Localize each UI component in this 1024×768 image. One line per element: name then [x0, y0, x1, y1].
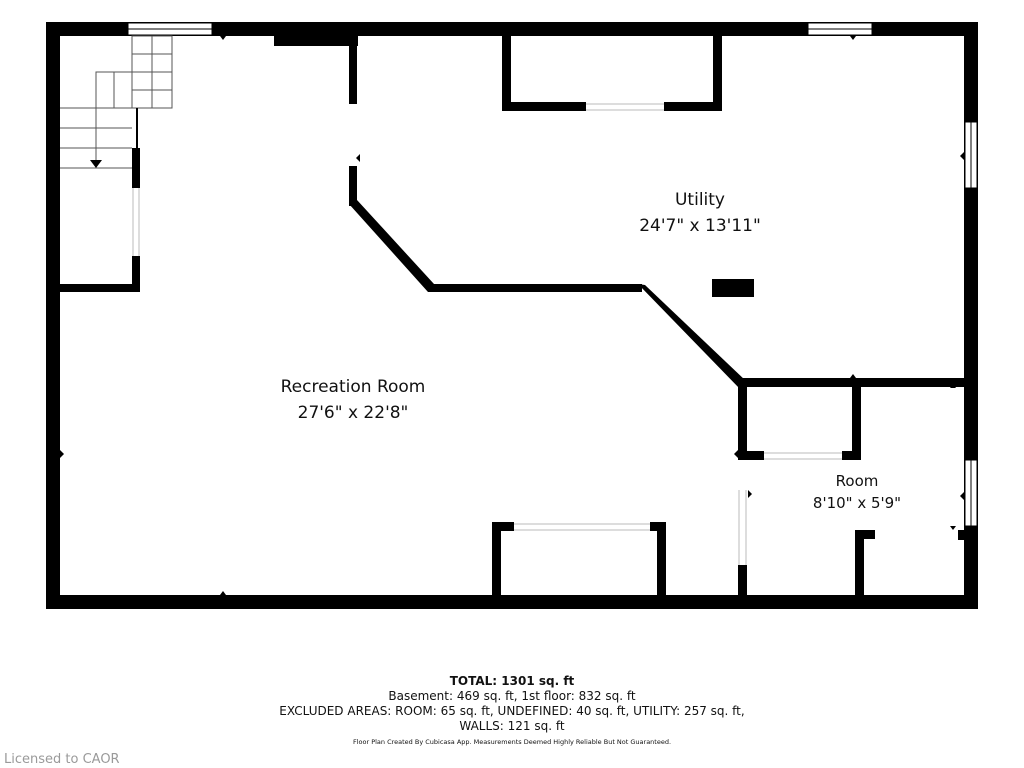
wall-stair-right-upper — [132, 148, 140, 188]
windows — [127, 22, 978, 527]
marker-icon — [950, 526, 956, 530]
floor-breakdown: Basement: 469 sq. ft, 1st floor: 832 sq.… — [388, 689, 636, 703]
recreation-room-dims: 27'6" x 22'8" — [298, 403, 409, 423]
wall-bottom-alcove-right — [657, 522, 666, 600]
credit-note: Floor Plan Created By Cubicasa App. Meas… — [352, 738, 672, 746]
wall-diagonal-left — [349, 200, 434, 292]
wall-room-right-stub — [958, 530, 968, 540]
stair-direction-arrow-icon — [90, 160, 102, 168]
wall-room-top — [738, 378, 974, 387]
wall-diagonal-right — [638, 284, 746, 389]
marker-icon — [850, 36, 856, 40]
wall-bottom-alcove-top-left — [492, 522, 514, 531]
room-name: Room — [836, 472, 879, 490]
area-summary: TOTAL: 1301 sq. ft Basement: 469 sq. ft,… — [0, 674, 1024, 747]
wall-bottom-alcove-left — [492, 522, 501, 600]
wall-alcove-right — [713, 30, 722, 110]
utility-fixture — [712, 279, 754, 297]
stair-closet-top — [274, 30, 358, 46]
wall-room-left-lower — [738, 565, 747, 603]
marker-icon — [960, 492, 964, 500]
marker-icon — [356, 154, 360, 162]
marker-icon — [950, 384, 956, 388]
room-dims: 8'10" x 5'9" — [813, 494, 901, 512]
license-watermark: Licensed to CAOR — [4, 752, 120, 767]
wall-alcove-left — [502, 30, 511, 110]
marker-icon — [60, 450, 64, 458]
walls-area: WALLS: 121 sq. ft — [459, 719, 565, 733]
wall-alcove-bottom-right — [664, 102, 722, 111]
stairs — [60, 30, 358, 169]
wall-room-bottom-stub-cap — [855, 530, 875, 539]
recreation-room-name: Recreation Room — [281, 377, 426, 397]
utility-room-name: Utility — [675, 190, 725, 210]
marker-icon — [850, 374, 856, 378]
marker-icon — [748, 490, 752, 498]
wall-horizontal-mid — [428, 284, 642, 292]
wall-bottom — [46, 595, 978, 609]
wall-closet-bottom-left — [738, 451, 764, 460]
wall-divider-top — [349, 30, 357, 104]
marker-icon — [220, 36, 226, 40]
wall-closet-right — [852, 384, 861, 460]
openings — [132, 103, 842, 565]
wall-stair-right-lower — [132, 256, 140, 292]
interior-walls — [56, 30, 974, 603]
marker-icon — [960, 152, 964, 160]
total-area: TOTAL: 1301 sq. ft — [449, 674, 575, 688]
wall-bottom-alcove-top-right — [650, 522, 666, 531]
wall-closet-bottom-right — [842, 451, 861, 460]
excluded-areas: EXCLUDED AREAS: ROOM: 65 sq. ft, UNDEFIN… — [279, 704, 745, 718]
wall-left — [46, 22, 60, 609]
floor-plan: Utility 24'7" x 13'11" Recreation Room 2… — [46, 22, 978, 609]
wall-alcove-bottom-left — [502, 102, 586, 111]
marker-icon — [220, 591, 226, 595]
wall-divider-mid — [349, 166, 357, 206]
wall-stair-thin — [136, 108, 138, 148]
wall-stair-bottom — [56, 284, 140, 292]
door-markers — [60, 36, 964, 595]
marker-icon — [734, 450, 738, 458]
utility-room-dims: 24'7" x 13'11" — [639, 216, 761, 236]
wall-room-bottom-stub — [855, 530, 864, 600]
wall-room-left-upper — [738, 378, 747, 458]
